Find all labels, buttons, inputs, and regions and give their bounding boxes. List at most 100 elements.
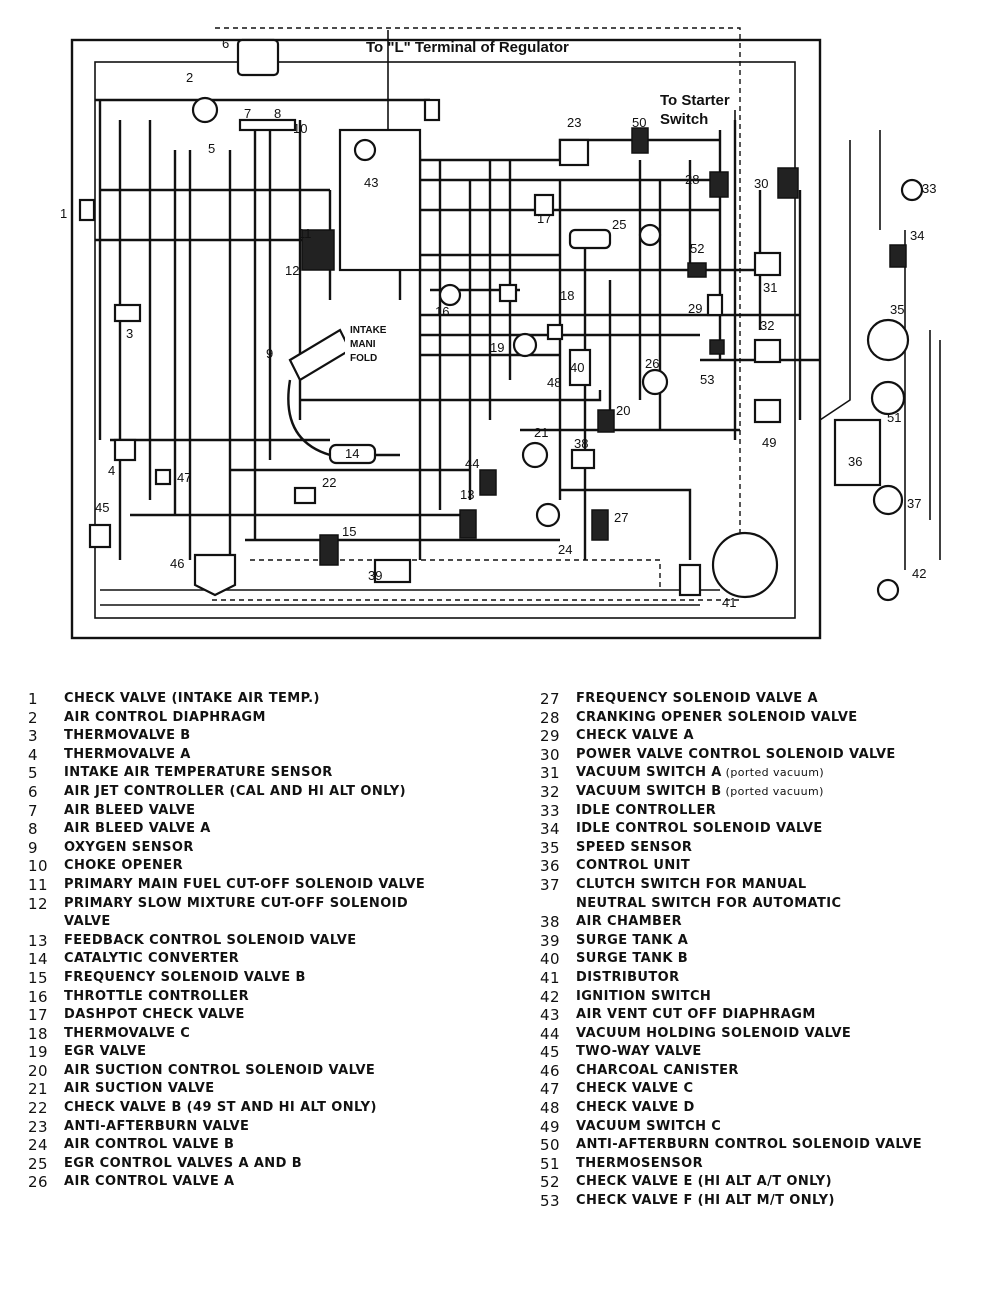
legend-number: 1 [28,690,38,708]
legend-text: EGR CONTROL VALVES A AND B [64,1155,303,1171]
legend-number: 52 [540,1173,560,1192]
speed-sensor [866,318,910,362]
component-shapes [78,38,924,602]
legend-text: AIR CONTROL VALVE B [64,1137,235,1153]
legend-text: CHECK VALVE E (HI ALT A/T ONLY) [576,1174,832,1190]
legend-number: 6 [28,782,38,801]
legend-number: 51 [540,1154,560,1173]
callout-35: 35 [890,302,904,317]
legend-text: CLUTCH SWITCH FOR MANUAL [576,876,807,892]
air-suction-valve [521,441,549,469]
legend-row: 52 CHECK VALVE E (HI ALT A/T ONLY) [540,1173,980,1192]
legend-text: THERMOVALVE C [64,1025,191,1041]
vacuum-switch-c [753,398,782,424]
legend-number: 47 [540,1080,560,1099]
legend-number: 35 [540,838,560,857]
callout-18: 18 [560,288,574,303]
legend-text: AIR CONTROL VALVE A [64,1174,235,1190]
legend-text: CHARCOAL CANISTER [576,1062,739,1078]
legend-number: 22 [28,1099,48,1118]
legend-number: 31 [540,764,560,783]
power-valve-solenoid [777,167,799,199]
legend-text: THERMOSENSOR [576,1155,703,1171]
check-valve-1 [78,198,96,222]
callout-38: 38 [574,436,588,451]
legend-number: 41 [540,968,560,987]
callout-47: 47 [177,470,191,485]
legend-number: 25 [28,1154,48,1173]
legend-number: 20 [28,1061,48,1080]
legend-row: 31 VACUUM SWITCH A (ported vacuum) [540,764,980,783]
callout-14: 14 [345,446,359,461]
legend-text: AIR CONTROL DIAPHRAGM [64,709,266,725]
legend-text: FREQUENCY SOLENOID VALVE A [576,691,818,706]
callout-5: 5 [208,141,215,156]
two-way-valve [88,523,112,549]
legend-number: 32 [540,782,560,801]
legend-text: CHECK VALVE C [576,1081,694,1097]
callout-39: 39 [368,568,382,583]
legend-number: 23 [28,1117,48,1136]
callout-15: 15 [342,524,356,539]
legend-number: 46 [540,1061,560,1080]
legend-number: 9 [28,838,38,857]
callout-37: 37 [907,496,921,511]
legend-text: VACUUM SWITCH A (ported vacuum) [576,765,825,781]
callout-51: 51 [887,410,901,425]
legend-text: EGR VALVE [64,1044,147,1060]
legend-number: 26 [28,1173,48,1192]
legend-number: 45 [540,1043,560,1062]
regulator-box [423,98,441,122]
air-suction-solenoid [597,409,615,433]
throttle-controller [438,283,462,307]
legend-text: SURGE TANK B [576,951,689,967]
check-valve-d [546,323,564,341]
legend-note: (ported vacuum) [721,766,825,780]
legend-number: 42 [540,987,560,1006]
callout-45: 45 [95,500,109,515]
legend-text: DASHPOT CHECK VALVE [64,1007,245,1023]
callout-36: 36 [848,454,862,469]
egr-control-valves [568,228,612,250]
check-valve-c [154,468,172,486]
legend-row: 35 SPEED SENSOR [540,839,980,858]
legend-number: 53 [540,1192,560,1211]
legend-number: 3 [28,727,38,746]
legend-number: 33 [540,801,560,820]
legend-text: AIR BLEED VALVE [64,802,196,818]
frequency-solenoid-b [319,534,339,566]
legend-row: 46 CHARCOAL CANISTER [540,1062,980,1081]
legend-number: 2 [28,708,38,727]
thermovalve-a [113,438,137,462]
connector-block [678,563,702,597]
callout-21: 21 [534,425,548,440]
anti-afterburn-solenoid [631,127,649,154]
legend-number: 39 [540,931,560,950]
catalytic-converter [328,443,377,465]
legend-number: 48 [540,1099,560,1118]
regulator-terminal-label: To "L" Terminal of Regulator [366,39,569,56]
idle-controller [900,178,924,202]
control-unit [833,418,882,487]
legend-text: SPEED SENSOR [576,839,693,855]
legend-note: (ported vacuum) [721,784,824,798]
vertical-hose-group [98,30,941,570]
egr-control-valve-b [638,223,662,247]
callout-50: 50 [632,115,646,130]
callout-6: 6 [222,36,229,51]
inner-harness-frame [94,61,796,619]
legend-number: 8 [28,820,38,839]
legend-text: AIR CHAMBER [576,914,683,930]
